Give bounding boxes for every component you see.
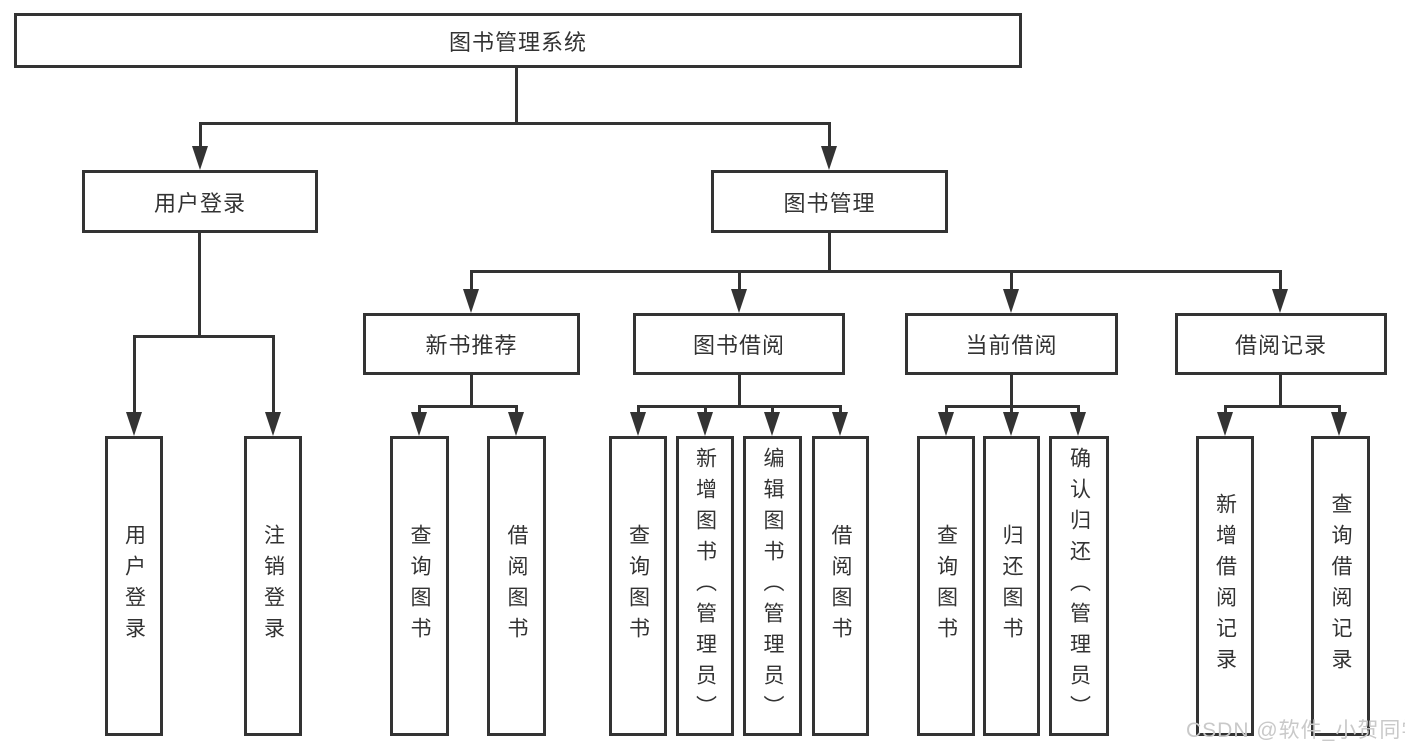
node-label: 借阅记录 xyxy=(1234,333,1327,358)
node-label: 编辑图书（管理员） xyxy=(761,446,784,726)
arrow-down-icon xyxy=(1070,412,1086,436)
node-label: 用户登录 xyxy=(122,524,146,648)
node-new-book-recommend: 新书推荐 xyxy=(363,313,580,375)
connector-user-login-hline xyxy=(133,335,275,338)
arrow-down-icon xyxy=(508,412,524,436)
node-label: 图书管理 xyxy=(783,190,876,216)
connector-arrow-stem xyxy=(418,405,421,418)
node-label: 查询图书 xyxy=(626,524,650,648)
leaf-add-book-admin: 新增图书（管理员） xyxy=(676,436,734,736)
node-label: 查询图书 xyxy=(408,524,431,648)
connector-user-login-vline xyxy=(198,233,201,338)
connector-records-hline xyxy=(1224,405,1341,408)
connector-book-mgmt-vline xyxy=(828,233,831,273)
connector-current-vline xyxy=(1010,375,1013,408)
arrow-down-icon xyxy=(463,289,479,313)
connector-borrowing-vline xyxy=(738,375,741,408)
node-current-borrowing: 当前借阅 xyxy=(905,313,1118,375)
node-book-management: 图书管理 xyxy=(711,170,948,233)
leaf-return-book: 归还图书 xyxy=(983,436,1040,736)
connector-arrow-stem xyxy=(828,122,831,152)
node-user-login: 用户登录 xyxy=(82,170,318,233)
connector-arrow-stem xyxy=(1279,270,1282,295)
leaf-query-book-borrowing: 查询图书 xyxy=(609,436,667,736)
arrow-down-icon xyxy=(821,146,837,170)
node-label: 借阅图书 xyxy=(505,524,528,648)
leaf-confirm-return-admin: 确认归还（管理员） xyxy=(1049,436,1109,736)
connector-arrow-stem xyxy=(272,335,275,418)
connector-arrow-stem xyxy=(199,122,202,152)
node-label: 查询借阅记录 xyxy=(1329,493,1352,679)
leaf-logout: 注销登录 xyxy=(244,436,302,736)
connector-arrow-stem xyxy=(1077,405,1080,418)
node-label: 新增图书（管理员） xyxy=(693,446,717,726)
leaf-edit-book-admin: 编辑图书（管理员） xyxy=(743,436,802,736)
connector-root-hline xyxy=(199,122,831,125)
connector-arrow-stem xyxy=(839,405,842,418)
connector-arrow-stem xyxy=(1224,405,1227,418)
connector-arrow-stem xyxy=(771,405,774,418)
node-book-borrowing: 图书借阅 xyxy=(633,313,845,375)
node-label: 用户登录 xyxy=(153,190,246,216)
arrow-down-icon xyxy=(192,146,208,170)
connector-arrow-stem xyxy=(515,405,518,418)
leaf-user-login: 用户登录 xyxy=(105,436,163,736)
node-label: 新书推荐 xyxy=(425,333,518,358)
node-root-library-system: 图书管理系统 xyxy=(14,13,1022,68)
leaf-query-book-newrec: 查询图书 xyxy=(390,436,449,736)
arrow-down-icon xyxy=(832,412,848,436)
node-label: 确认归还（管理员） xyxy=(1067,446,1091,726)
node-label: 归还图书 xyxy=(1000,524,1023,648)
arrow-down-icon xyxy=(938,412,954,436)
connector-newrec-hline xyxy=(418,405,518,408)
arrow-down-icon xyxy=(1003,412,1019,436)
leaf-borrow-book-newrec: 借阅图书 xyxy=(487,436,546,736)
node-borrow-records: 借阅记录 xyxy=(1175,313,1387,375)
arrow-down-icon xyxy=(265,412,281,436)
connector-arrow-stem xyxy=(945,405,948,418)
arrow-down-icon xyxy=(731,289,747,313)
leaf-query-borrow-record: 查询借阅记录 xyxy=(1311,436,1370,736)
node-label: 新增借阅记录 xyxy=(1213,493,1237,679)
arrow-down-icon xyxy=(411,412,427,436)
connector-arrow-stem xyxy=(1010,405,1013,418)
arrow-down-icon xyxy=(1272,289,1288,313)
node-label: 图书借阅 xyxy=(692,333,785,358)
csdn-watermark: CSDN @软件_小贺同学 xyxy=(1186,719,1405,742)
arrow-down-icon xyxy=(697,412,713,436)
arrow-down-icon xyxy=(126,412,142,436)
connector-arrow-stem xyxy=(738,270,741,295)
connector-borrowing-hline xyxy=(637,405,841,408)
connector-arrow-stem xyxy=(704,405,707,418)
leaf-borrow-book: 借阅图书 xyxy=(812,436,869,736)
arrow-down-icon xyxy=(1003,289,1019,313)
arrow-down-icon xyxy=(1217,412,1233,436)
leaf-query-book-current: 查询图书 xyxy=(917,436,975,736)
connector-newrec-vline xyxy=(470,375,473,408)
node-label: 注销登录 xyxy=(261,524,285,648)
connector-root-vline xyxy=(515,68,518,124)
arrow-down-icon xyxy=(1331,412,1347,436)
connector-records-vline xyxy=(1279,375,1282,408)
arrow-down-icon xyxy=(764,412,780,436)
node-label: 当前借阅 xyxy=(965,333,1058,358)
node-label: 图书管理系统 xyxy=(448,29,587,55)
connector-arrow-stem xyxy=(637,405,640,418)
node-label: 借阅图书 xyxy=(829,524,852,648)
node-label: 查询图书 xyxy=(934,524,958,648)
connector-arrow-stem xyxy=(1338,405,1341,418)
arrow-down-icon xyxy=(630,412,646,436)
leaf-add-borrow-record: 新增借阅记录 xyxy=(1196,436,1254,736)
connector-arrow-stem xyxy=(470,270,473,295)
connector-arrow-stem xyxy=(1010,270,1013,295)
connector-arrow-stem xyxy=(133,335,136,418)
connector-book-mgmt-hline xyxy=(470,270,1282,273)
